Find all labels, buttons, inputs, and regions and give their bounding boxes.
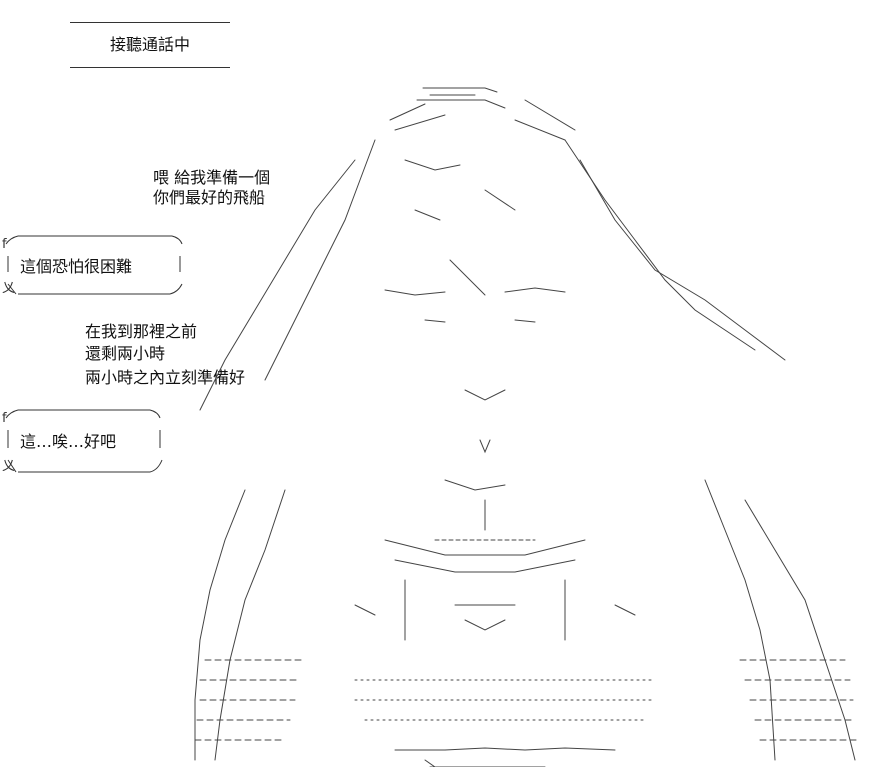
title-rule-top bbox=[70, 22, 230, 23]
title-rule-bottom bbox=[70, 67, 230, 68]
caption-line-1: 喂 給我準備一個 bbox=[153, 168, 271, 187]
svg-text:乂: 乂 bbox=[2, 281, 15, 296]
caption-line-3: 在我到那裡之前 bbox=[85, 322, 198, 341]
bubble-outline-icon: f 乂 bbox=[2, 409, 163, 474]
caption-line-5: 兩小時之內立刻準備好 bbox=[85, 368, 246, 387]
svg-text:f: f bbox=[2, 237, 7, 252]
speech-bubble-second: f 乂 這…唉…好吧 bbox=[0, 404, 185, 474]
figure-drawing bbox=[194, 87, 858, 767]
title-block: 接聽通話中 bbox=[70, 22, 230, 68]
svg-text:乂: 乂 bbox=[2, 459, 15, 474]
svg-text:f: f bbox=[2, 411, 7, 426]
bubble-second-text: 這…唉…好吧 bbox=[20, 432, 117, 451]
bubble-outline-icon: f 乂 bbox=[2, 235, 183, 296]
caption-line-4: 還剩兩小時 bbox=[85, 344, 166, 363]
page-title: 接聽通話中 bbox=[109, 35, 190, 54]
bubble-first-text: 這個恐怕很困難 bbox=[20, 257, 133, 276]
ascii-art-figure-icon bbox=[185, 60, 877, 767]
speech-bubble-first: f 乂 這個恐怕很困難 bbox=[0, 230, 185, 296]
caption-line-2: 你們最好的飛船 bbox=[153, 188, 266, 207]
